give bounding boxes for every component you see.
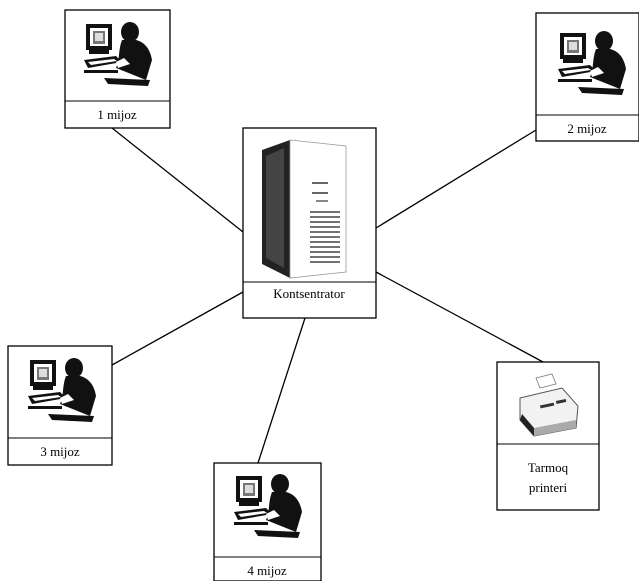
- printer-label-line1: Tarmoq: [528, 460, 569, 475]
- connections: [111, 127, 544, 464]
- printer-label-line2: printeri: [529, 480, 568, 495]
- client-2-label: 2 mijoz: [567, 121, 607, 136]
- client-2-node: 2 mijoz: [535, 12, 639, 142]
- hub-label: Kontsentrator: [273, 286, 345, 301]
- client-4-label: 4 mijoz: [247, 563, 287, 578]
- client-4-node: 4 mijoz: [213, 462, 322, 581]
- hub-node: Kontsentrator: [242, 127, 377, 319]
- link-client2-hub: [375, 129, 537, 229]
- link-client4-hub: [257, 317, 306, 464]
- link-client1-hub: [111, 127, 244, 233]
- client-3-node: 3 mijoz: [7, 345, 113, 466]
- link-printer-hub: [375, 271, 544, 363]
- client-1-node: 1 mijoz: [64, 9, 171, 129]
- client-1-label: 1 mijoz: [97, 107, 137, 122]
- client-3-label: 3 mijoz: [40, 444, 80, 459]
- printer-icon: [519, 373, 579, 437]
- server-tower-icon: [262, 139, 347, 279]
- printer-node: Tarmoq printeri: [496, 361, 600, 511]
- link-client3-hub: [111, 291, 244, 366]
